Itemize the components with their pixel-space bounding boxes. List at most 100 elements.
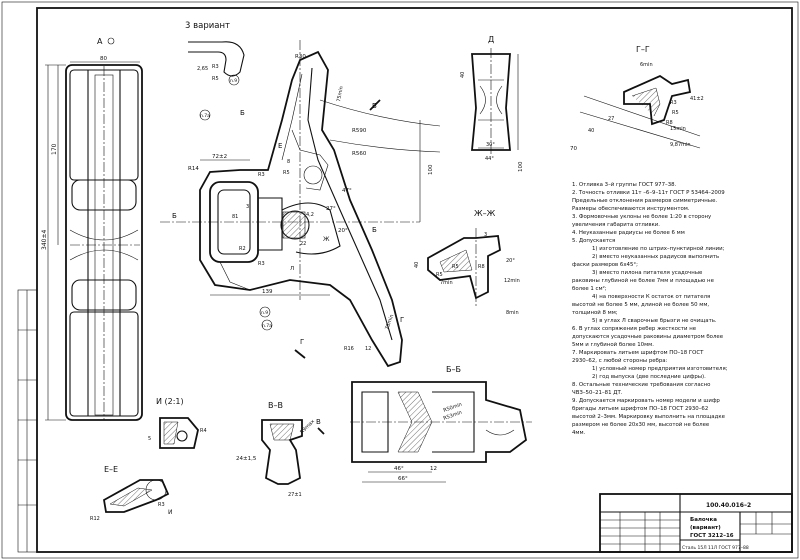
svg-text:8: 8: [287, 159, 290, 165]
svg-text:80: 80: [100, 56, 107, 62]
svg-text:170: 170: [51, 143, 58, 155]
svg-text:R5: R5: [452, 264, 459, 270]
svg-text:12min: 12min: [504, 278, 520, 284]
svg-text:44°: 44°: [485, 156, 494, 162]
svg-text:ЧВЗ–50–21–81 ДТ.: ЧВЗ–50–21–81 ДТ.: [572, 390, 623, 396]
svg-text:41±2: 41±2: [690, 96, 704, 102]
svg-text:Л: Л: [290, 266, 294, 272]
svg-text:139: 139: [262, 289, 273, 295]
svg-text:3. Формовочные уклоны не более: 3. Формовочные уклоны не более 1:20 в ст…: [572, 214, 712, 220]
svg-text:Е–Е: Е–Е: [104, 465, 118, 474]
svg-text:70: 70: [570, 146, 577, 152]
svg-text:3: 3: [246, 204, 249, 210]
main-view: 3 вариант 2,65 R3 R5 R590 R560 100 72±2 …: [160, 21, 441, 368]
svg-text:И (2:1): И (2:1): [156, 397, 184, 406]
svg-text:R5: R5: [283, 170, 290, 176]
svg-text:27°: 27°: [326, 206, 336, 212]
svg-text:ГОСТ 3212–16: ГОСТ 3212–16: [690, 533, 734, 539]
svg-text:R3: R3: [258, 261, 265, 267]
svg-text:2) год выпуска (две последние: 2) год выпуска (две последние цифры).: [592, 374, 706, 380]
svg-text:2. Точность отливки 11т –6–9–1: 2. Точность отливки 11т –6–9–11т ГОСТ Р …: [572, 190, 725, 196]
svg-text:Сталь 15Л 11Л ГОСТ 977–88: Сталь 15Л 11Л ГОСТ 977–88: [682, 545, 749, 551]
svg-text:В–В: В–В: [268, 401, 283, 410]
svg-text:2) вместо неуказанных радиусов: 2) вместо неуказанных радиусов выполнить: [592, 254, 719, 260]
svg-text:3) вместо пилона питателя усад: 3) вместо пилона питателя усадочные: [592, 270, 703, 276]
svg-text:R590: R590: [352, 128, 367, 134]
svg-text:46°: 46°: [394, 466, 404, 472]
svg-text:n.7a: n.7a: [200, 113, 210, 119]
svg-text:100: 100: [428, 164, 434, 175]
variant-title: 3 вариант: [185, 21, 230, 31]
svg-text:Предельные отклонения размеров: Предельные отклонения размеров симметрич…: [572, 198, 717, 204]
view-a-label: А: [97, 37, 103, 46]
svg-text:5: 5: [148, 436, 151, 442]
svg-text:R3: R3: [258, 172, 265, 178]
section-g-g: Г–Г R3 R5 R8 6min 41±2 15min 9,87min 70 …: [570, 45, 704, 152]
view-d: Д 40 30° 44° 100: [460, 35, 524, 172]
svg-text:Г: Г: [300, 338, 304, 346]
svg-text:9. Допускается маркировать ном: 9. Допускается маркировать номер модели …: [572, 398, 720, 404]
svg-text:n.7a: n.7a: [262, 323, 272, 329]
svg-text:8. Остальные технические требо: 8. Остальные технические требования согл…: [572, 382, 710, 388]
svg-text:(вариант): (вариант): [690, 525, 721, 531]
svg-text:Б: Б: [372, 226, 377, 234]
svg-text:Е: Е: [278, 142, 282, 150]
svg-text:20°: 20°: [338, 228, 348, 234]
binding-strip: [17, 289, 38, 553]
svg-text:высотой 2–3мм. Маркировку выпо: высотой 2–3мм. Маркировку выполнить на п…: [572, 413, 726, 420]
section-zh-zh: Ж–Ж 3 R5 R8 R5 7min 12min 8min 40 20°: [414, 209, 520, 316]
svg-text:81: 81: [232, 214, 238, 220]
svg-text:Г–Г: Г–Г: [636, 45, 650, 54]
svg-text:5мм и глубиной более 10мм.: 5мм и глубиной более 10мм.: [572, 341, 654, 348]
svg-text:И: И: [168, 509, 173, 516]
svg-text:15min: 15min: [670, 126, 686, 132]
title-block: 100.40.016–2 Балочка (вариант) ГОСТ 3212…: [599, 493, 793, 553]
svg-text:100: 100: [518, 161, 524, 172]
svg-text:24±1,5: 24±1,5: [236, 456, 257, 462]
detail-i: И (2:1) R4 5: [148, 397, 207, 449]
svg-text:20°: 20°: [506, 258, 515, 264]
svg-text:6. В углах сопряжения ребер же: 6. В углах сопряжения ребер жесткости не: [572, 326, 697, 332]
svg-text:Д: Д: [488, 35, 494, 44]
svg-text:Б: Б: [240, 109, 245, 117]
svg-text:фаски размеров 6х45°;: фаски размеров 6х45°;: [572, 262, 638, 268]
svg-text:Балочка: Балочка: [690, 517, 717, 523]
svg-text:размером не более 20х30 мм, вы: размером не более 20х30 мм, высотой не б…: [572, 421, 710, 428]
svg-text:9,87min: 9,87min: [670, 142, 691, 148]
svg-text:R16: R16: [344, 346, 354, 352]
svg-text:2,65: 2,65: [197, 66, 208, 72]
svg-text:R560: R560: [352, 151, 367, 157]
svg-text:R3: R3: [670, 100, 677, 106]
svg-text:R14: R14: [188, 166, 199, 172]
svg-text:40: 40: [414, 262, 420, 268]
svg-text:4,2: 4,2: [306, 212, 314, 218]
svg-text:340±4: 340±4: [41, 230, 48, 250]
svg-text:высотой не более 5 мм, длиной: высотой не более 5 мм, длиной не более 5…: [572, 301, 709, 308]
svg-text:В: В: [316, 418, 321, 426]
svg-text:R3: R3: [158, 502, 165, 508]
svg-text:66°: 66°: [398, 476, 408, 482]
svg-text:Б: Б: [172, 212, 177, 220]
svg-text:1) изготовление по штрих–пункт: 1) изготовление по штрих–пунктирной лини…: [592, 245, 725, 252]
svg-text:7min: 7min: [440, 280, 453, 286]
svg-text:4мм.: 4мм.: [572, 430, 586, 436]
svg-text:Ж–Ж: Ж–Ж: [474, 209, 496, 218]
svg-text:72±2: 72±2: [212, 154, 227, 160]
svg-text:более 1 см²;: более 1 см²;: [572, 285, 607, 292]
svg-text:бригады литьем шрифтом ПО–18: бригады литьем шрифтом ПО–18 ГОСТ 2930–6…: [572, 406, 708, 412]
svg-text:2930–62, с любой стороны ребра: 2930–62, с любой стороны ребра:: [572, 357, 668, 364]
svg-text:R4: R4: [200, 428, 207, 434]
svg-text:R8: R8: [666, 120, 673, 126]
doc-number: 100.40.016–2: [706, 502, 751, 509]
svg-text:раковины глубиной не более 7мм: раковины глубиной не более 7мм и площадь…: [572, 277, 715, 284]
svg-text:47°: 47°: [342, 188, 352, 194]
svg-text:толщиной 8 мм;: толщиной 8 мм;: [572, 309, 618, 316]
svg-text:27±1: 27±1: [288, 492, 302, 498]
svg-text:R2: R2: [239, 246, 246, 252]
svg-text:n.9: n.9: [261, 310, 268, 316]
svg-text:5. Допускается: 5. Допускается: [572, 238, 615, 244]
section-e-e: Е–Е R12 R3 И: [90, 465, 173, 522]
svg-text:R8: R8: [478, 264, 485, 270]
